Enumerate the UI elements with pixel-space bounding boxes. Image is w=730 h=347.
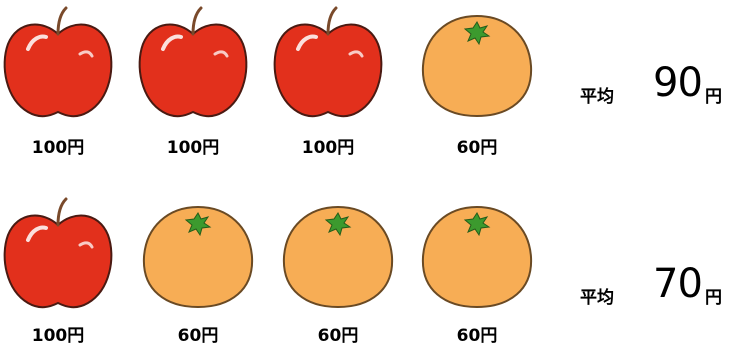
orange-icon: [278, 195, 398, 315]
average-unit: 円: [705, 283, 722, 308]
average-value: 70: [653, 261, 702, 307]
comparison-row-1: 100円 100円 100円 60円 平均 90 円: [0, 0, 730, 150]
apple-icon: [0, 4, 118, 124]
price-label: 100円: [0, 133, 118, 158]
apple-icon: [133, 4, 253, 124]
orange-icon: [138, 195, 258, 315]
apple-icon: [268, 4, 388, 124]
price-label: 100円: [268, 133, 388, 158]
price-label: 100円: [0, 321, 118, 346]
price-label: 60円: [138, 321, 258, 346]
average-value: 90: [653, 60, 702, 106]
average-label: 平均: [580, 283, 614, 308]
orange-icon: [417, 4, 537, 124]
average-label: 平均: [580, 82, 614, 107]
comparison-row-2: 100円 60円 60円 60円 平均 70 円: [0, 195, 730, 345]
price-label: 60円: [417, 321, 537, 346]
average-unit: 円: [705, 82, 722, 107]
apple-icon: [0, 195, 118, 315]
price-label: 60円: [417, 133, 537, 158]
price-label: 60円: [278, 321, 398, 346]
price-label: 100円: [133, 133, 253, 158]
orange-icon: [417, 195, 537, 315]
